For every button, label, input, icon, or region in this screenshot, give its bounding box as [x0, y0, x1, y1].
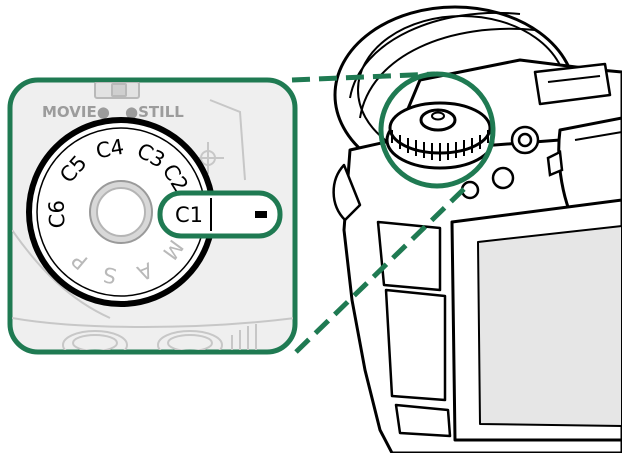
camera-dial-highlight: [378, 71, 496, 189]
switch-label-still: ●STILL: [125, 103, 184, 121]
dial-mark-c6: C6: [45, 200, 70, 229]
index-mark-icon: [255, 211, 267, 218]
dial-mark-s: S: [101, 262, 118, 288]
camera-top-controls: [460, 125, 564, 200]
movie-still-switch: [94, 82, 140, 99]
switch-label-movie: MOVIE●: [42, 103, 110, 121]
selected-mark-label: C1: [175, 203, 203, 227]
dial-mode-icon: [385, 101, 495, 170]
camera-body-icon: [332, 5, 622, 455]
lcd-screen-icon: [450, 198, 622, 442]
dial-selection-callout: C1: [157, 190, 283, 239]
dial-mark-c4: C4: [94, 135, 126, 164]
callout-connector: [291, 71, 467, 354]
